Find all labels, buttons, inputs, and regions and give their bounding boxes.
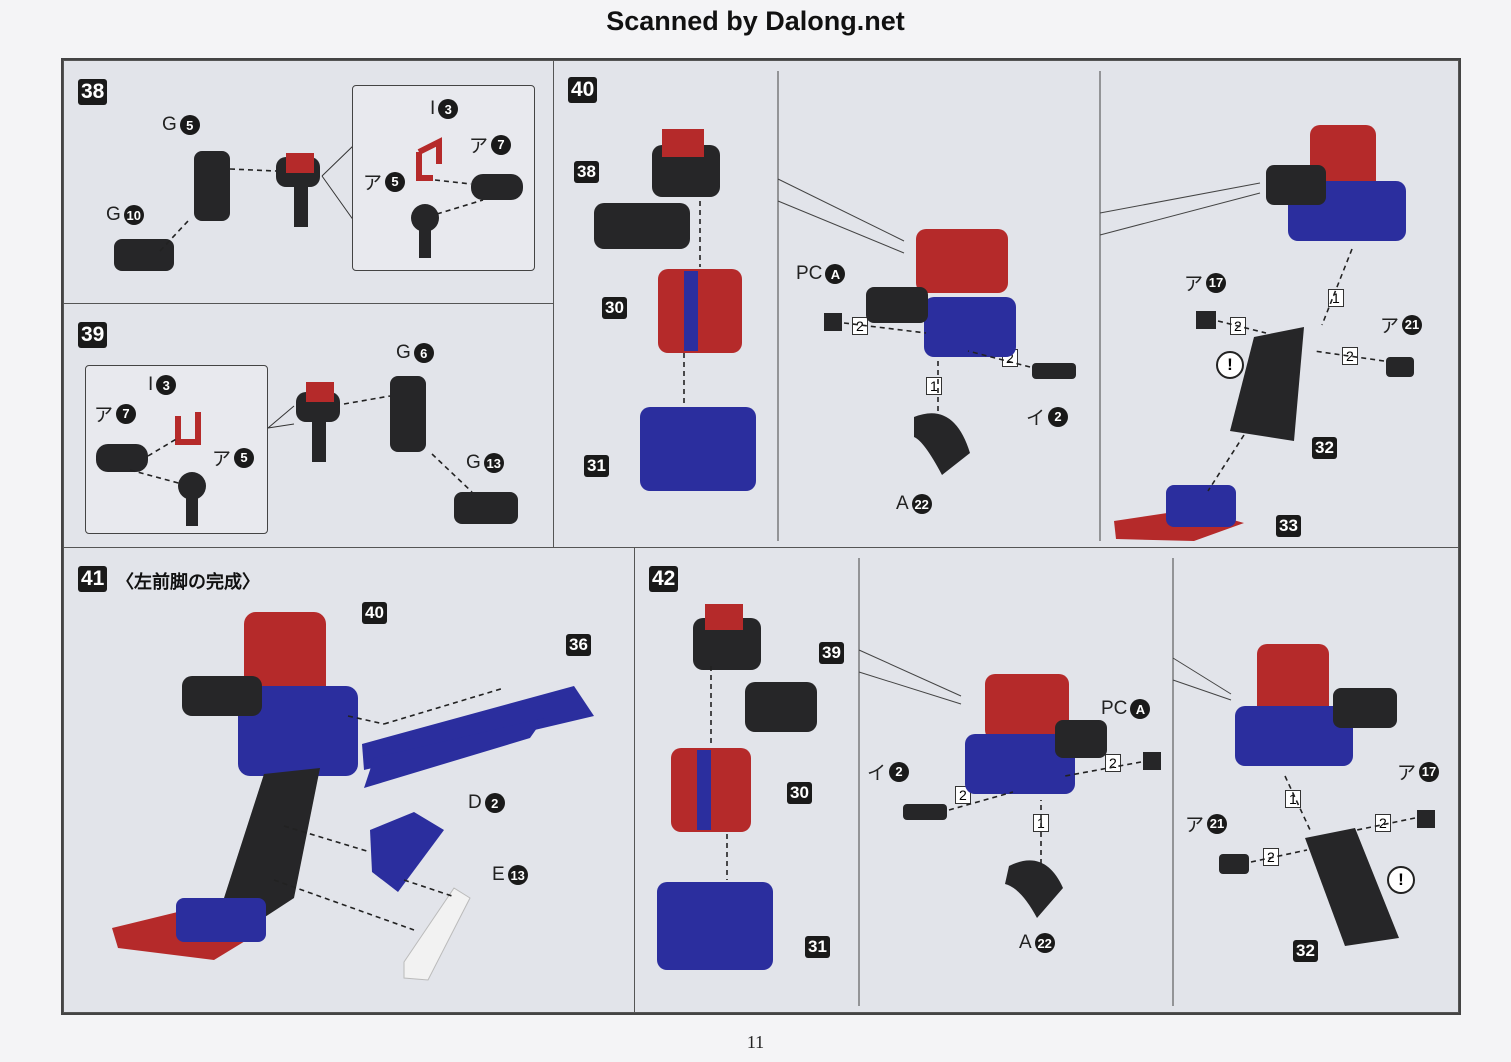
callout-33: 33 (1276, 515, 1301, 537)
step-number: 38 (78, 79, 108, 105)
callout-38: 38 (574, 161, 599, 183)
step-number: 39 (78, 322, 108, 348)
step-42-assembly-illustration (657, 558, 1435, 1006)
callout-32: 32 (1293, 940, 1318, 962)
step-number: 40 (568, 77, 598, 103)
sequence-marker-2: 2 (955, 786, 971, 804)
step-38-parts-illustration (114, 144, 355, 271)
scan-header: Scanned by Dalong.net (606, 6, 905, 36)
sequence-marker-2: 2 (1105, 754, 1121, 772)
sequence-marker-1: 1 (1285, 790, 1301, 808)
page-number: 11 (746, 1032, 765, 1052)
step-41-assembly-illustration (112, 612, 594, 981)
step-number: 42 (649, 566, 679, 592)
sequence-marker-2: 2 (1375, 814, 1391, 832)
step-number: 41 (78, 566, 108, 592)
callout-30: 30 (787, 782, 812, 804)
callout-40: 40 (362, 602, 387, 624)
callout-31: 31 (584, 455, 609, 477)
sequence-marker-2: 2 (852, 317, 868, 335)
callout-32: 32 (1312, 437, 1337, 459)
callout-39: 39 (819, 642, 844, 664)
sequence-marker-1: 1 (1328, 289, 1344, 307)
callout-31: 31 (805, 936, 830, 958)
step-40-assembly-illustration (594, 71, 1414, 541)
caution-icon: ! (1387, 866, 1415, 894)
step-title: 〈左前脚の完成〉 (116, 572, 260, 592)
callout-36: 36 (566, 634, 591, 656)
callout-30: 30 (602, 297, 627, 319)
sequence-marker-2: 2 (1342, 347, 1358, 365)
step-39-parts-illustration (267, 376, 518, 524)
caution-icon: ! (1216, 351, 1244, 379)
